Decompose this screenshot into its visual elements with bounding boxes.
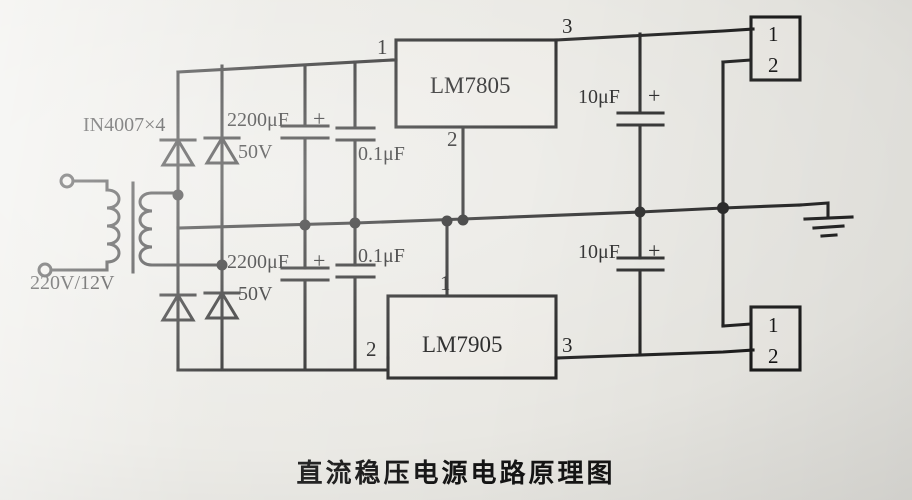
- label-transformer: 220V/12V: [30, 272, 115, 294]
- label-lm7805: LM7805: [430, 73, 511, 98]
- label-c1-voltage: 50V: [238, 141, 273, 163]
- node-c3-c4: [349, 217, 361, 229]
- capacitor-c2-2200uf: [280, 222, 330, 372]
- pin-label-u1-ground: 2: [447, 127, 458, 151]
- pin-label-u1-output: 3: [562, 14, 573, 38]
- label-c2-voltage: 50V: [238, 283, 273, 305]
- transformer-secondary-winding: [138, 191, 153, 267]
- earth-ground-symbol: [798, 201, 854, 238]
- label-c1-value: 2200μF: [227, 109, 289, 131]
- pin-label-u1-input: 1: [377, 35, 388, 59]
- node-lm7905-gnd: [441, 215, 453, 227]
- transformer-lead-bottom: [49, 260, 109, 272]
- label-diodes: IN4007×4: [83, 114, 165, 136]
- pin-label-j2-1: 1: [768, 313, 779, 337]
- node-lm7805-gnd: [457, 214, 469, 226]
- positive-rail-right: [554, 27, 755, 42]
- label-c1-polarity: +: [313, 106, 325, 131]
- label-c6-polarity: +: [648, 238, 660, 263]
- negative-rail-right: [554, 348, 755, 360]
- j2-pin1-lead: [721, 322, 753, 328]
- pin-label-u2-ground: 1: [440, 271, 451, 295]
- capacitor-c5-10uf: [616, 32, 665, 215]
- bridge-node-left: [172, 189, 184, 201]
- label-lm7905: LM7905: [422, 332, 503, 357]
- figure-caption: 直流稳压电源电路原理图: [296, 458, 615, 489]
- label-c5-polarity: +: [648, 83, 660, 108]
- ground-rail: [176, 203, 802, 230]
- regulator-lm7805: [390, 38, 558, 222]
- transformer-primary-winding: [106, 188, 121, 264]
- ground-symbol-lead: [798, 201, 830, 220]
- node-c1-c2: [299, 219, 311, 231]
- capacitor-c1-2200uf: [280, 63, 330, 227]
- ground-bar-2: [812, 224, 845, 230]
- pin-label-j2-2: 2: [768, 344, 779, 368]
- pin-label-j1-1: 1: [768, 22, 779, 46]
- label-c6-value: 10μF: [578, 241, 620, 263]
- positive-rail-left: [176, 58, 394, 74]
- pin-label-j1-2: 2: [768, 53, 779, 77]
- pin-label-u2-input: 2: [366, 337, 377, 361]
- j1-pin2-lead: [721, 58, 753, 64]
- label-c3-value: 0.1μF: [358, 143, 405, 165]
- label-c2-value: 2200μF: [227, 251, 289, 273]
- label-c5-value: 10μF: [578, 86, 620, 108]
- label-c2-polarity: +: [313, 248, 325, 273]
- transformer-input-terminal-top: [59, 173, 75, 189]
- pin-label-u2-output: 3: [562, 333, 573, 357]
- capacitor-c6-10uf: [616, 209, 665, 357]
- transformer-lead-top: [71, 179, 109, 192]
- ground-bar-1: [803, 215, 854, 221]
- power-transformer: [37, 173, 224, 278]
- bridge-node-right: [216, 259, 228, 271]
- node-ground-branch: [717, 202, 729, 214]
- label-c4-value: 0.1μF: [358, 245, 405, 267]
- ground-bar-3: [820, 233, 838, 238]
- node-c5-c6: [634, 206, 646, 218]
